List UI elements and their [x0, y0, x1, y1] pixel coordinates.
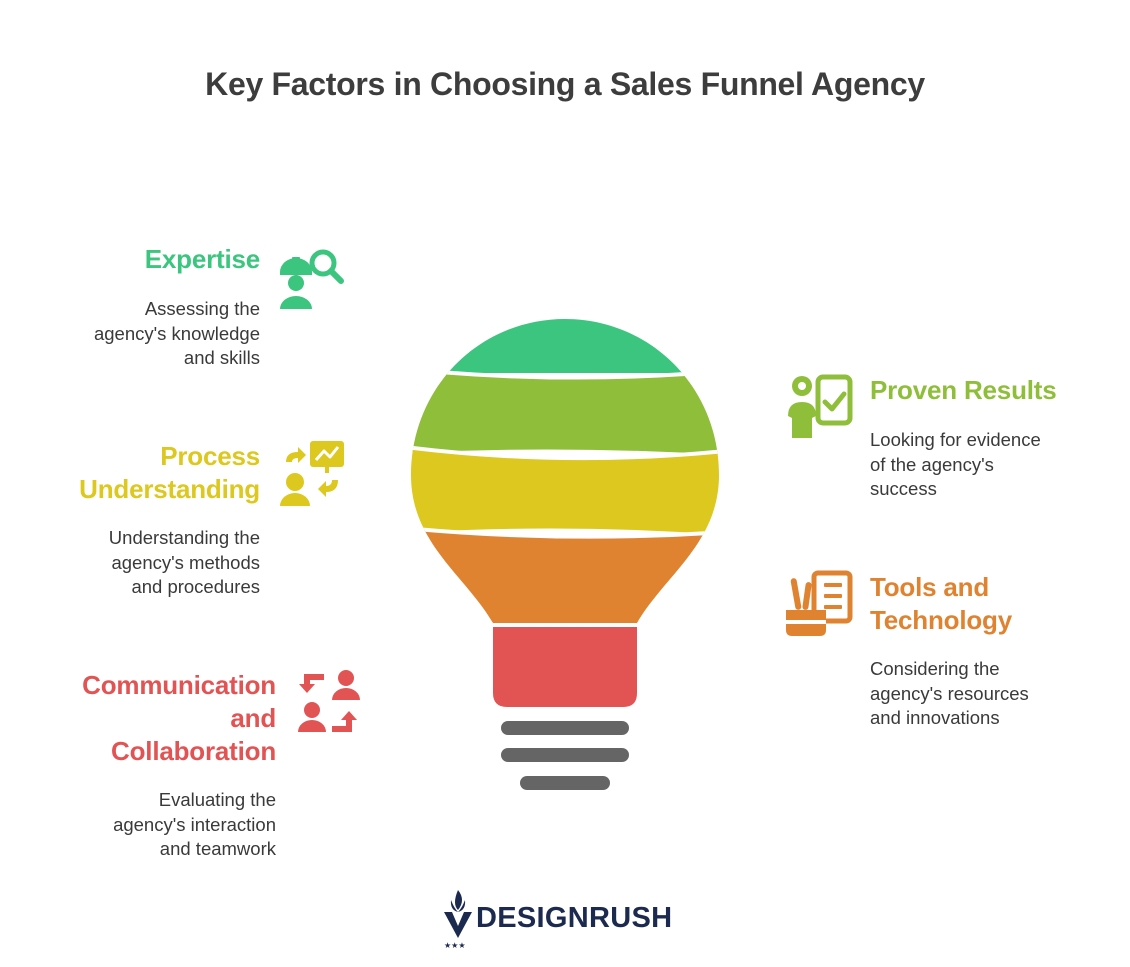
- designrush-logo: ★★★ DESIGNRUSH: [440, 886, 700, 950]
- bulb-base-ring-3: [520, 776, 610, 790]
- tools-document-icon: [786, 570, 853, 636]
- worker-search-icon: [280, 249, 344, 309]
- bulb-base-ring-1: [501, 721, 629, 735]
- tools-description: Considering the agency's resources and i…: [870, 658, 1029, 728]
- communication-description: Evaluating the agency's interaction and …: [113, 789, 276, 859]
- process-heading: Process Understanding: [79, 441, 260, 504]
- proven-results-description: Looking for evidence of the agency's suc…: [870, 429, 1041, 499]
- designrush-logo-icon: ★★★: [444, 890, 472, 950]
- page-title: Key Factors in Choosing a Sales Funnel A…: [205, 66, 925, 102]
- bulb-band-tools: [411, 528, 719, 623]
- svg-text:★★★: ★★★: [444, 941, 466, 950]
- bulb-band-process: [411, 447, 719, 535]
- expertise-heading: Expertise: [144, 244, 260, 274]
- person-checklist-icon: [788, 374, 853, 438]
- people-exchange-icon: [298, 670, 360, 732]
- process-description: Understanding the agency's methods and p…: [108, 527, 260, 597]
- communication-heading: Communication and Collaboration: [82, 670, 276, 766]
- proven-results-heading: Proven Results: [870, 375, 1057, 405]
- bulb-base-ring-2: [501, 748, 629, 762]
- expertise-description: Assessing the agency's knowledge and ski…: [93, 298, 260, 368]
- presentation-cycle-icon: [280, 441, 344, 506]
- bulb-band-proven-results: [411, 369, 719, 455]
- bulb-band-communication: [493, 627, 637, 707]
- bulb-band-expertise: [411, 319, 719, 373]
- lightbulb-diagram: [411, 319, 719, 790]
- logo-text: DESIGNRUSH: [476, 902, 673, 934]
- tools-heading: Tools and Technology: [870, 572, 1012, 635]
